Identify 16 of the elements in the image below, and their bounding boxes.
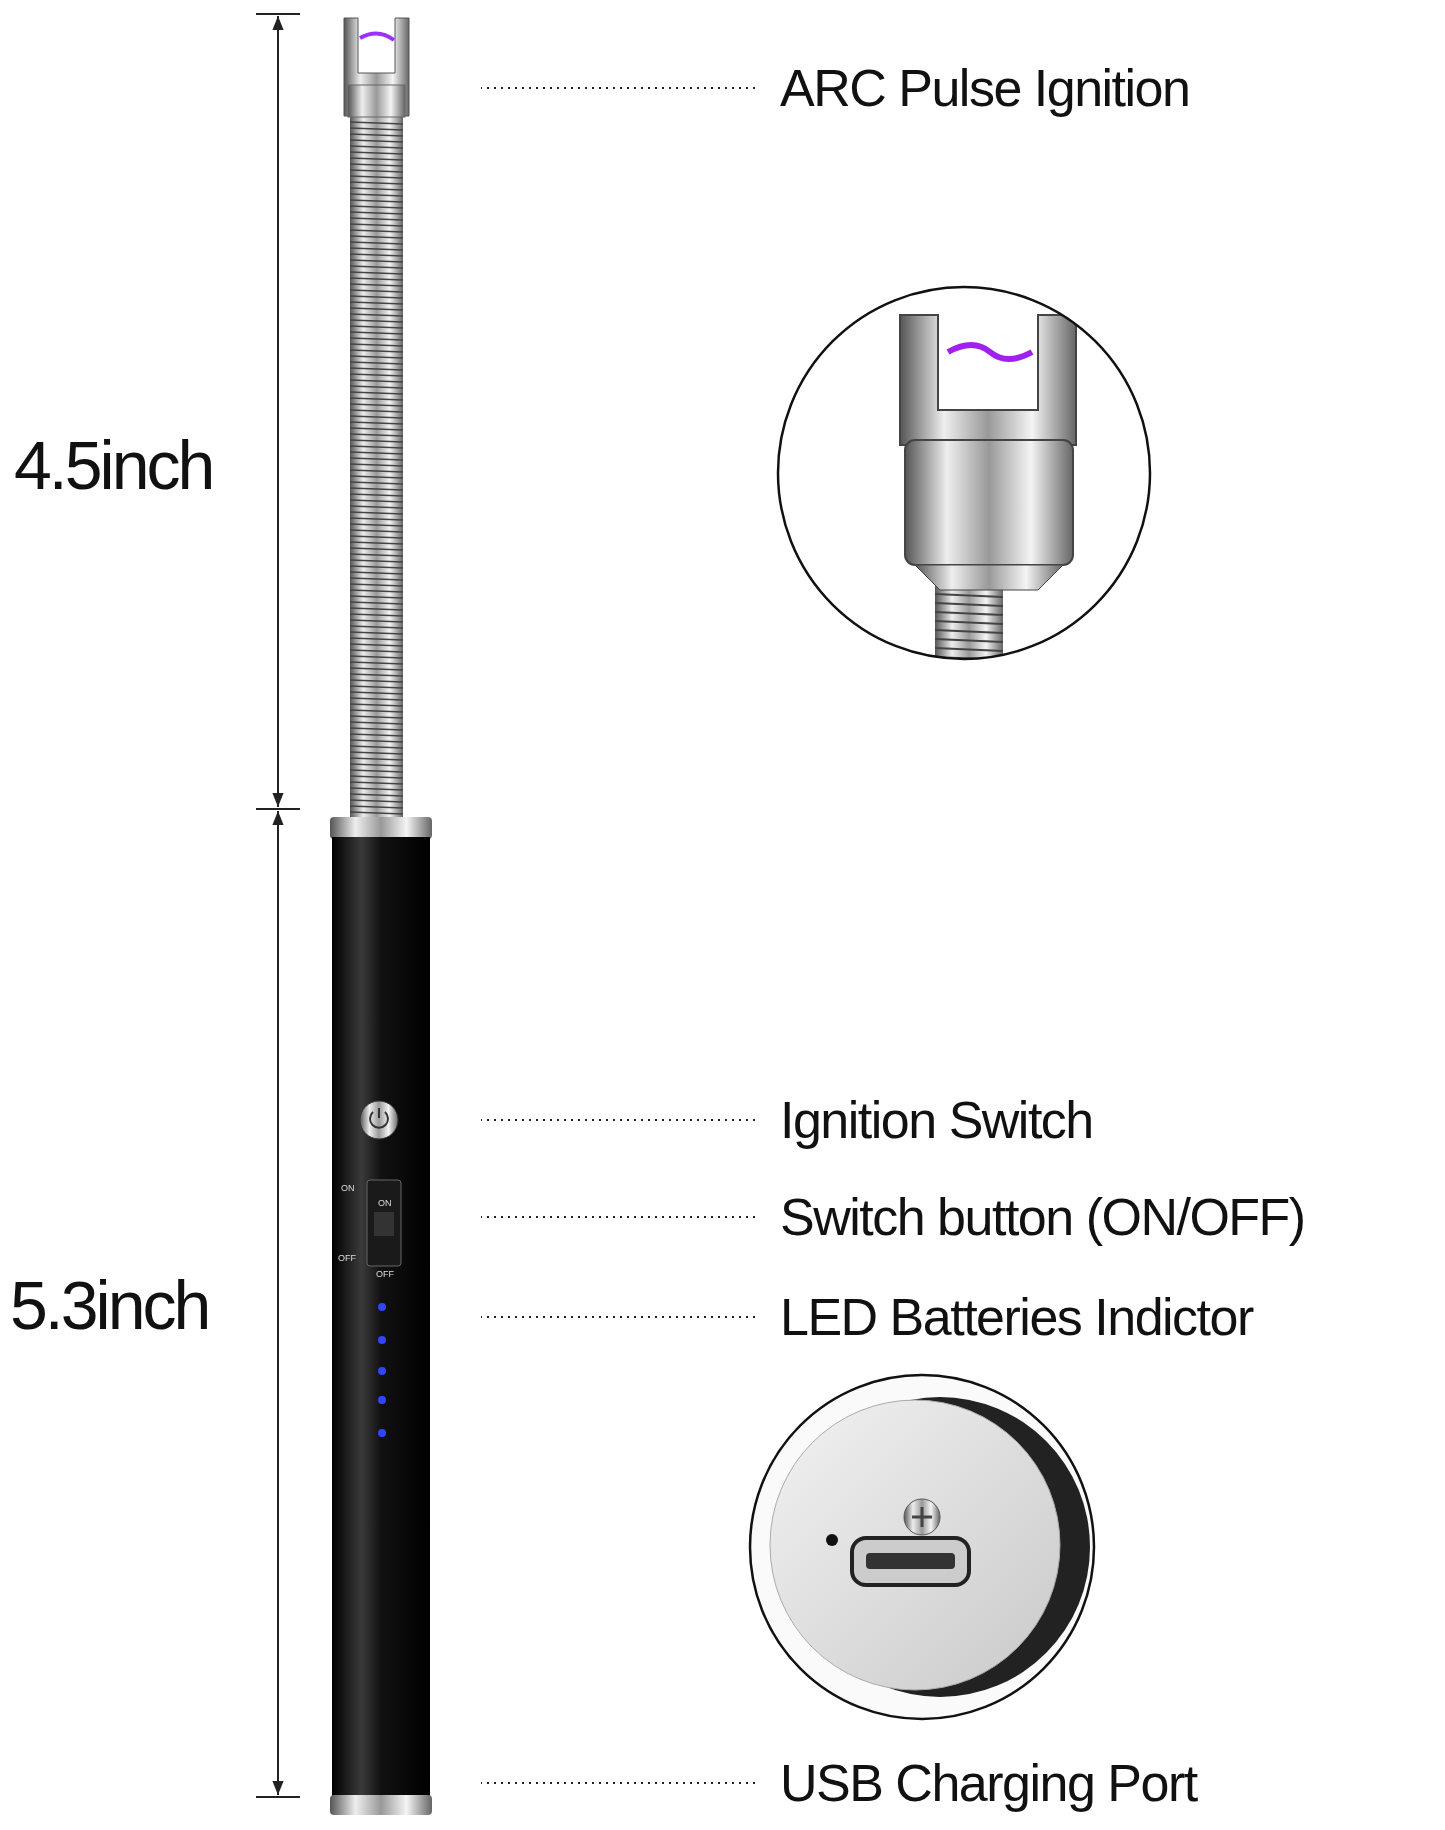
- callout-label: ARC Pulse Ignition: [780, 57, 1190, 119]
- leader-line: [480, 87, 756, 89]
- callout-label: Switch button (ON/OFF): [780, 1186, 1305, 1248]
- callout-label: USB Charging Port: [780, 1752, 1197, 1814]
- leader-line: [480, 1119, 756, 1121]
- dimension-label: 4.5inch: [14, 426, 213, 504]
- switch-marking: OFF: [376, 1269, 394, 1279]
- dimension-label: 5.3inch: [10, 1266, 209, 1344]
- switch-marking: OFF: [338, 1253, 356, 1263]
- leader-line: [480, 1782, 756, 1784]
- switch-marking: ON: [378, 1198, 392, 1208]
- switch-marking: ON: [341, 1183, 355, 1193]
- callout-label: Ignition Switch: [780, 1089, 1093, 1151]
- callout-label: LED Batteries Indictor: [780, 1286, 1253, 1348]
- leader-line: [480, 1316, 756, 1318]
- leader-line: [480, 1216, 756, 1218]
